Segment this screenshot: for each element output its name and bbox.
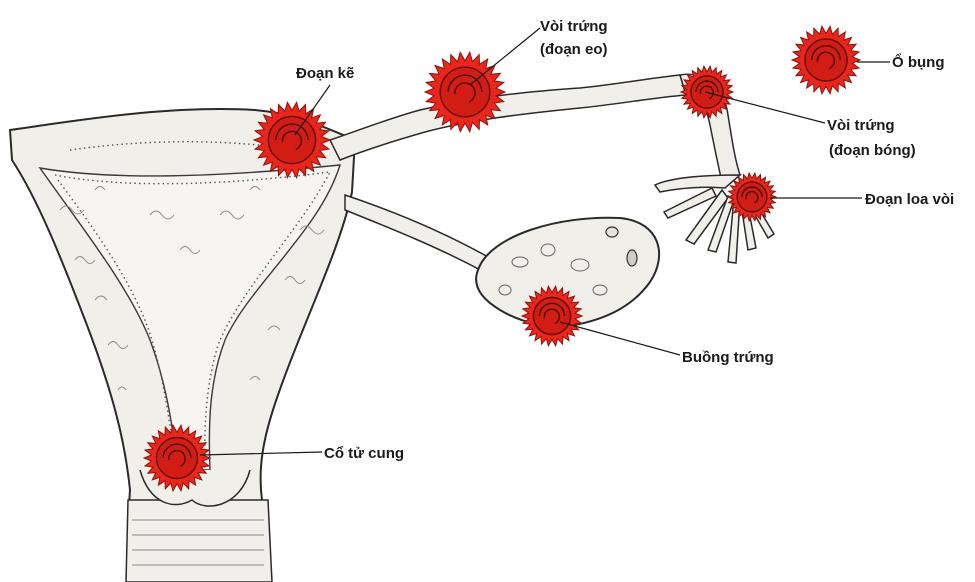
label-voi-trung-bong-1: Vòi trứng — [827, 117, 895, 134]
vagina — [126, 500, 272, 582]
label-voi-trung-eo-2: (đoạn eo) — [540, 41, 608, 58]
tube-isthmus — [330, 75, 686, 160]
label-doan-loa-voi: Đoạn loa vòi — [865, 191, 954, 208]
ovary-group — [345, 195, 659, 327]
label-o-bung: Ổ bụng — [892, 53, 945, 71]
label-voi-trung-eo-1: Vòi trứng — [540, 18, 608, 35]
leader-voi-trung-eo — [470, 28, 540, 85]
ovarian-ligament — [345, 195, 490, 272]
label-voi-trung-bong-2: (đoạn bóng) — [829, 142, 916, 159]
leader-buong-trung — [560, 322, 680, 355]
label-doan-ke: Đoạn kẽ — [296, 65, 354, 82]
label-buong-trung: Buồng trứng — [682, 349, 774, 366]
implantation-abdominal — [792, 26, 860, 94]
label-co-tu-cung: Cổ tử cung — [324, 445, 404, 462]
uterus — [10, 109, 355, 582]
